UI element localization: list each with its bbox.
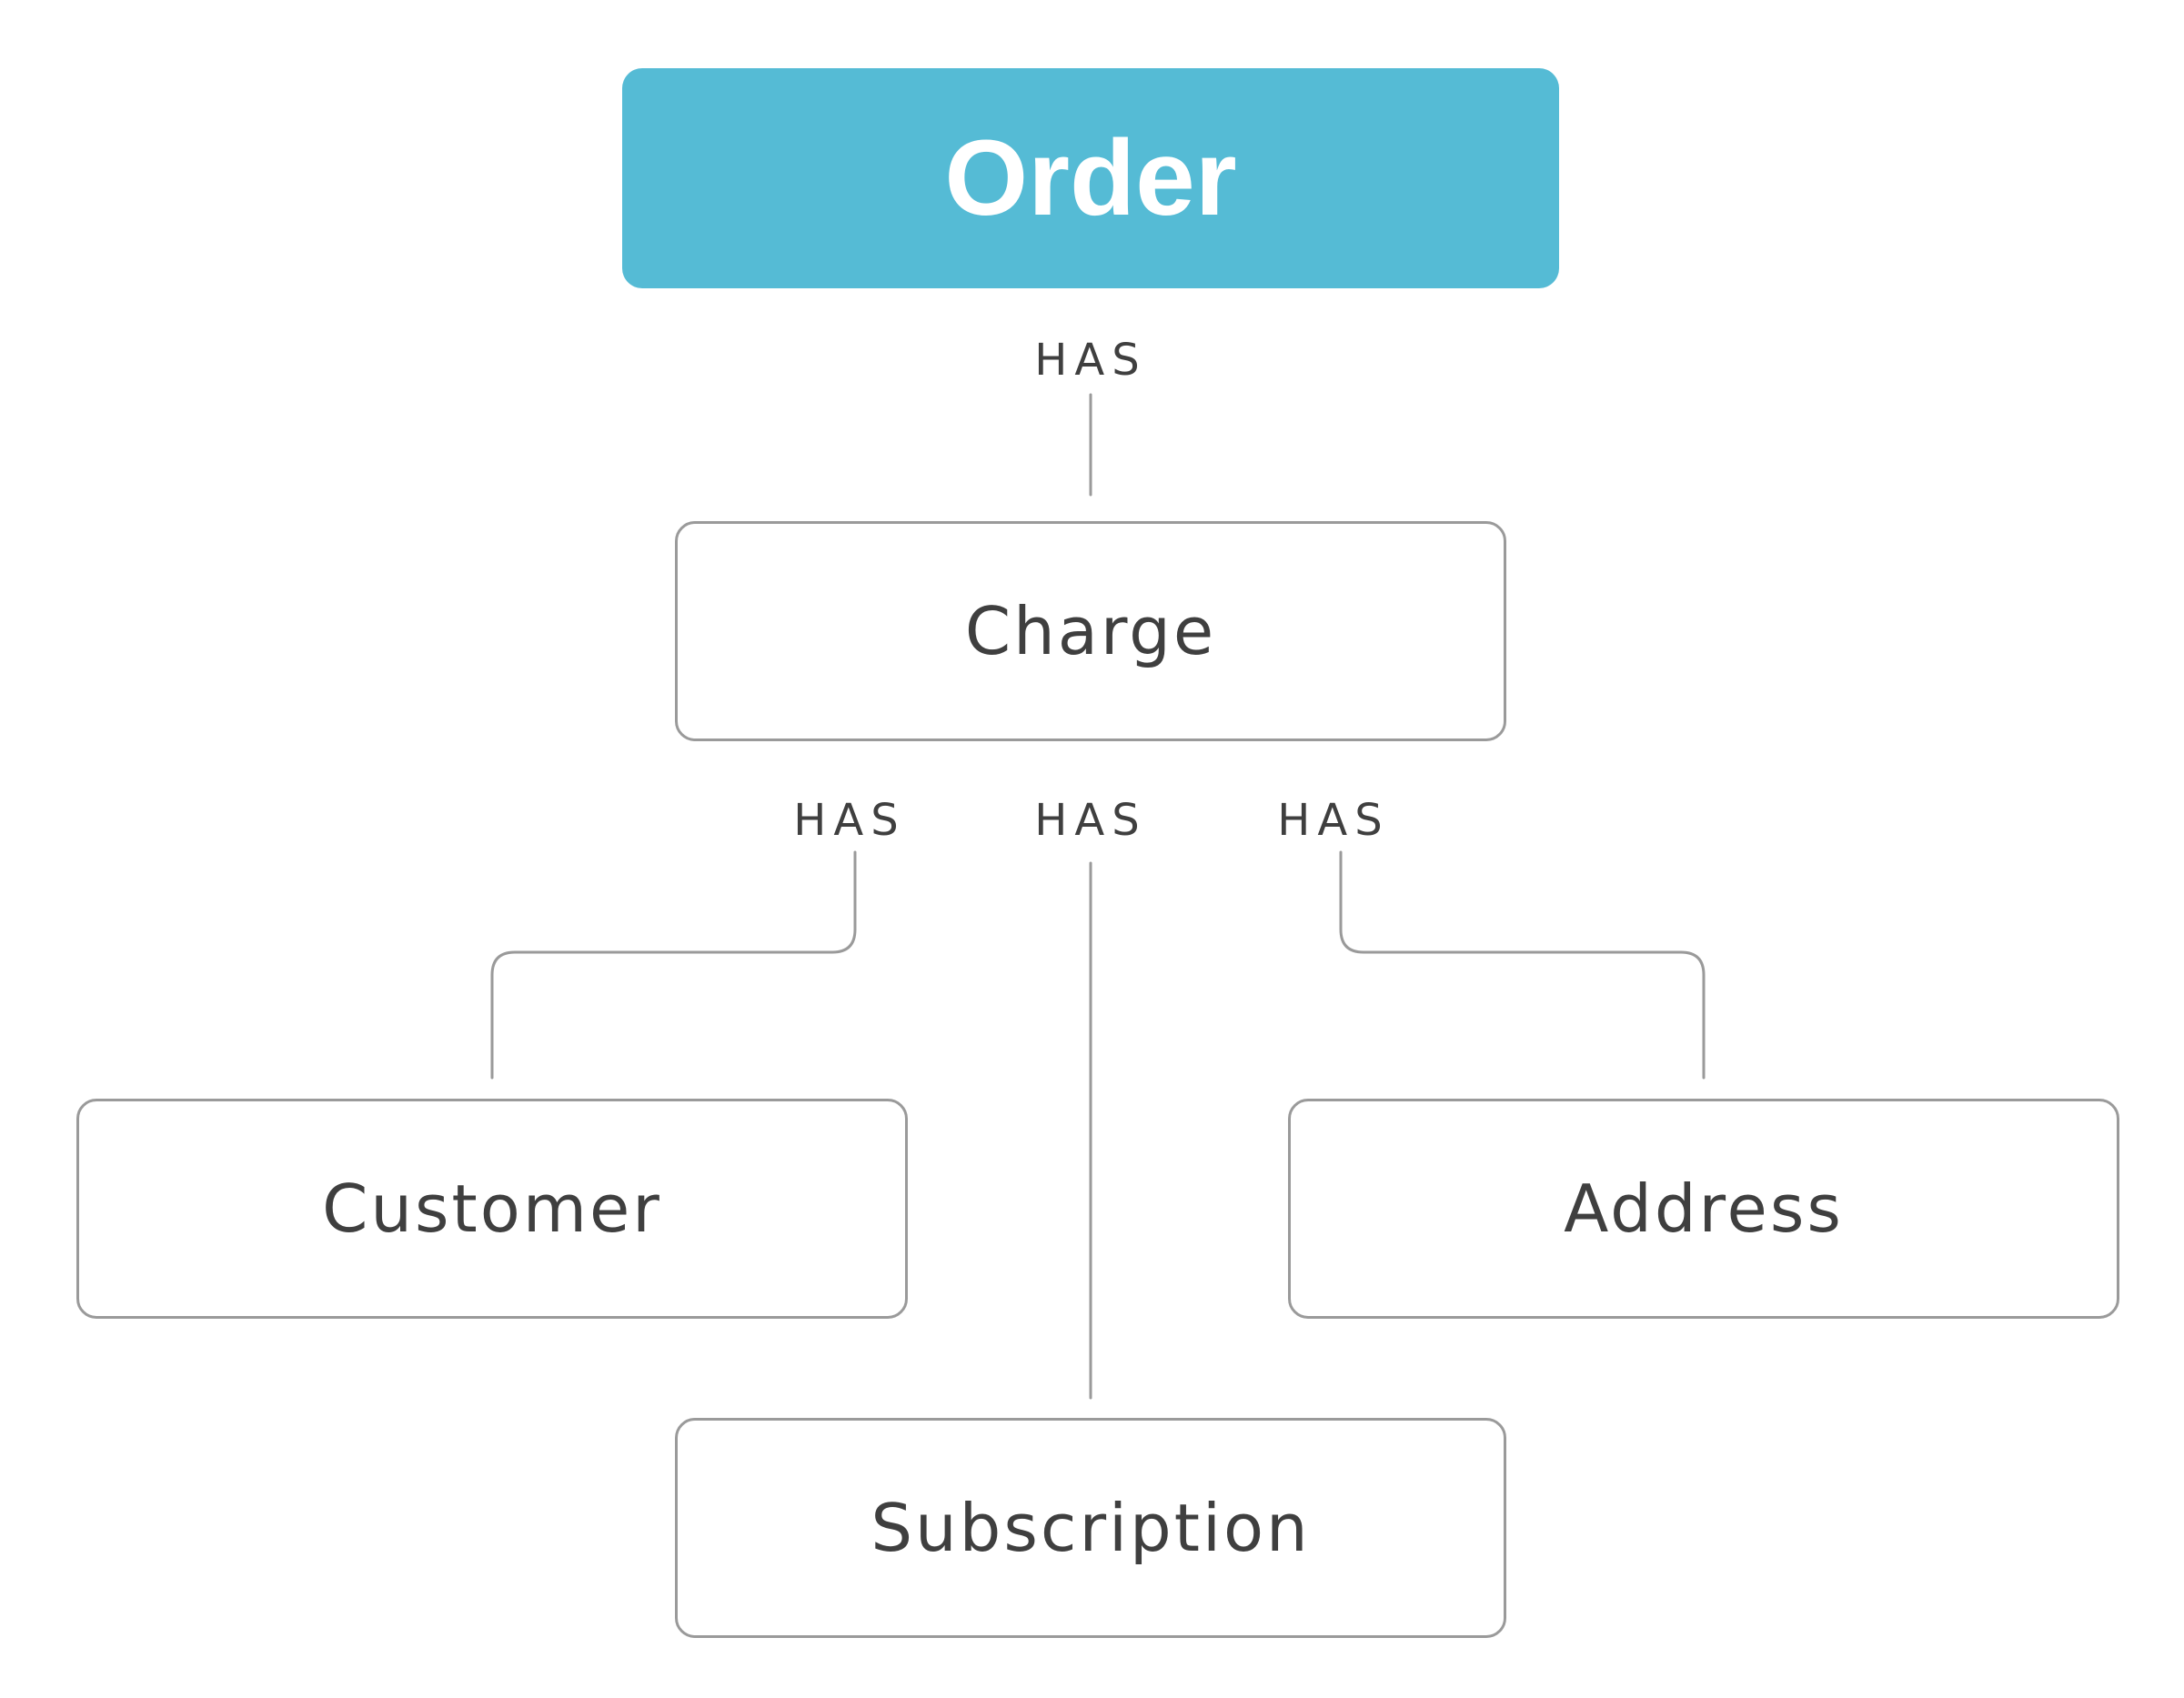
customer-node: Customer [76,1099,908,1319]
edge-label-charge-customer: HAS [793,795,906,846]
charge-node-label: Charge [964,593,1217,669]
edge-label-charge-address: HAS [1277,795,1390,846]
order-node: Order [622,68,1559,288]
subscription-node-label: Subscription [871,1490,1311,1566]
connector-charge-address [1339,850,1706,1080]
address-node-label: Address [1564,1171,1844,1247]
customer-node-label: Customer [322,1171,662,1247]
address-node: Address [1288,1099,2119,1319]
edge-label-charge-subscription: HAS [1034,795,1147,846]
order-node-label: Order [944,118,1237,238]
charge-node: Charge [675,521,1506,741]
connector-charge-customer [490,850,857,1080]
edge-label-order-charge: HAS [1034,335,1147,386]
subscription-node: Subscription [675,1418,1506,1638]
